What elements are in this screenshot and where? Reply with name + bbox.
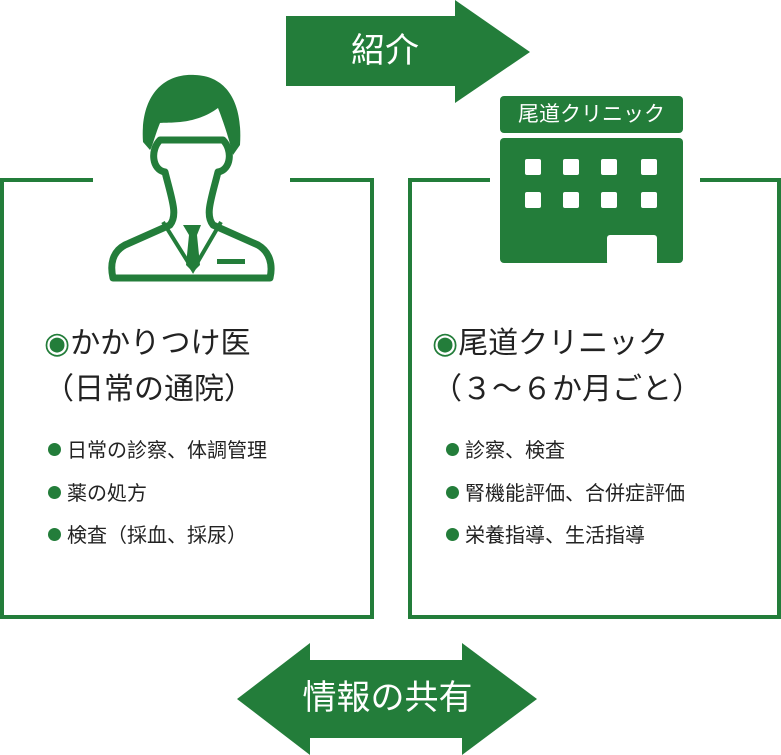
list-item: 薬の処方 (48, 478, 267, 521)
bullseye-icon: ◉ (44, 326, 71, 361)
left-panel-title: ◉かかりつけ医 (44, 329, 251, 359)
left-panel-list: 日常の診察、体調管理 薬の処方 検査（採血、採尿） (48, 435, 267, 563)
list-item: 腎機能評価、合併症評価 (446, 478, 685, 521)
left-title-text: かかりつけ医 (70, 326, 251, 361)
right-panel-border (408, 178, 781, 619)
right-panel-list: 診察、検査 腎機能評価、合併症評価 栄養指導、生活指導 (446, 435, 685, 563)
left-panel-subtitle: （日常の通院） (44, 372, 254, 407)
list-item: 診察、検査 (446, 435, 685, 478)
right-title-text: 尾道クリニック (458, 326, 669, 361)
left-panel-border (0, 178, 374, 619)
bullseye-icon: ◉ (432, 326, 459, 361)
list-item: 栄養指導、生活指導 (446, 520, 685, 563)
doctor-person-icon (108, 74, 275, 282)
clinic-building-icon (500, 96, 683, 265)
right-panel-title: ◉尾道クリニック (432, 329, 668, 359)
right-panel-subtitle: （３～６か月ごと） (432, 372, 702, 407)
info-share-arrow (237, 643, 537, 755)
list-item: 日常の診察、体調管理 (48, 435, 267, 478)
clinic-sign-text: 尾道クリニック (518, 102, 665, 126)
referral-arrow (286, 0, 530, 103)
info-share-label: 情報の共有 (302, 678, 473, 718)
referral-label: 紹介 (351, 31, 419, 71)
list-item: 検査（採血、採尿） (48, 520, 267, 563)
